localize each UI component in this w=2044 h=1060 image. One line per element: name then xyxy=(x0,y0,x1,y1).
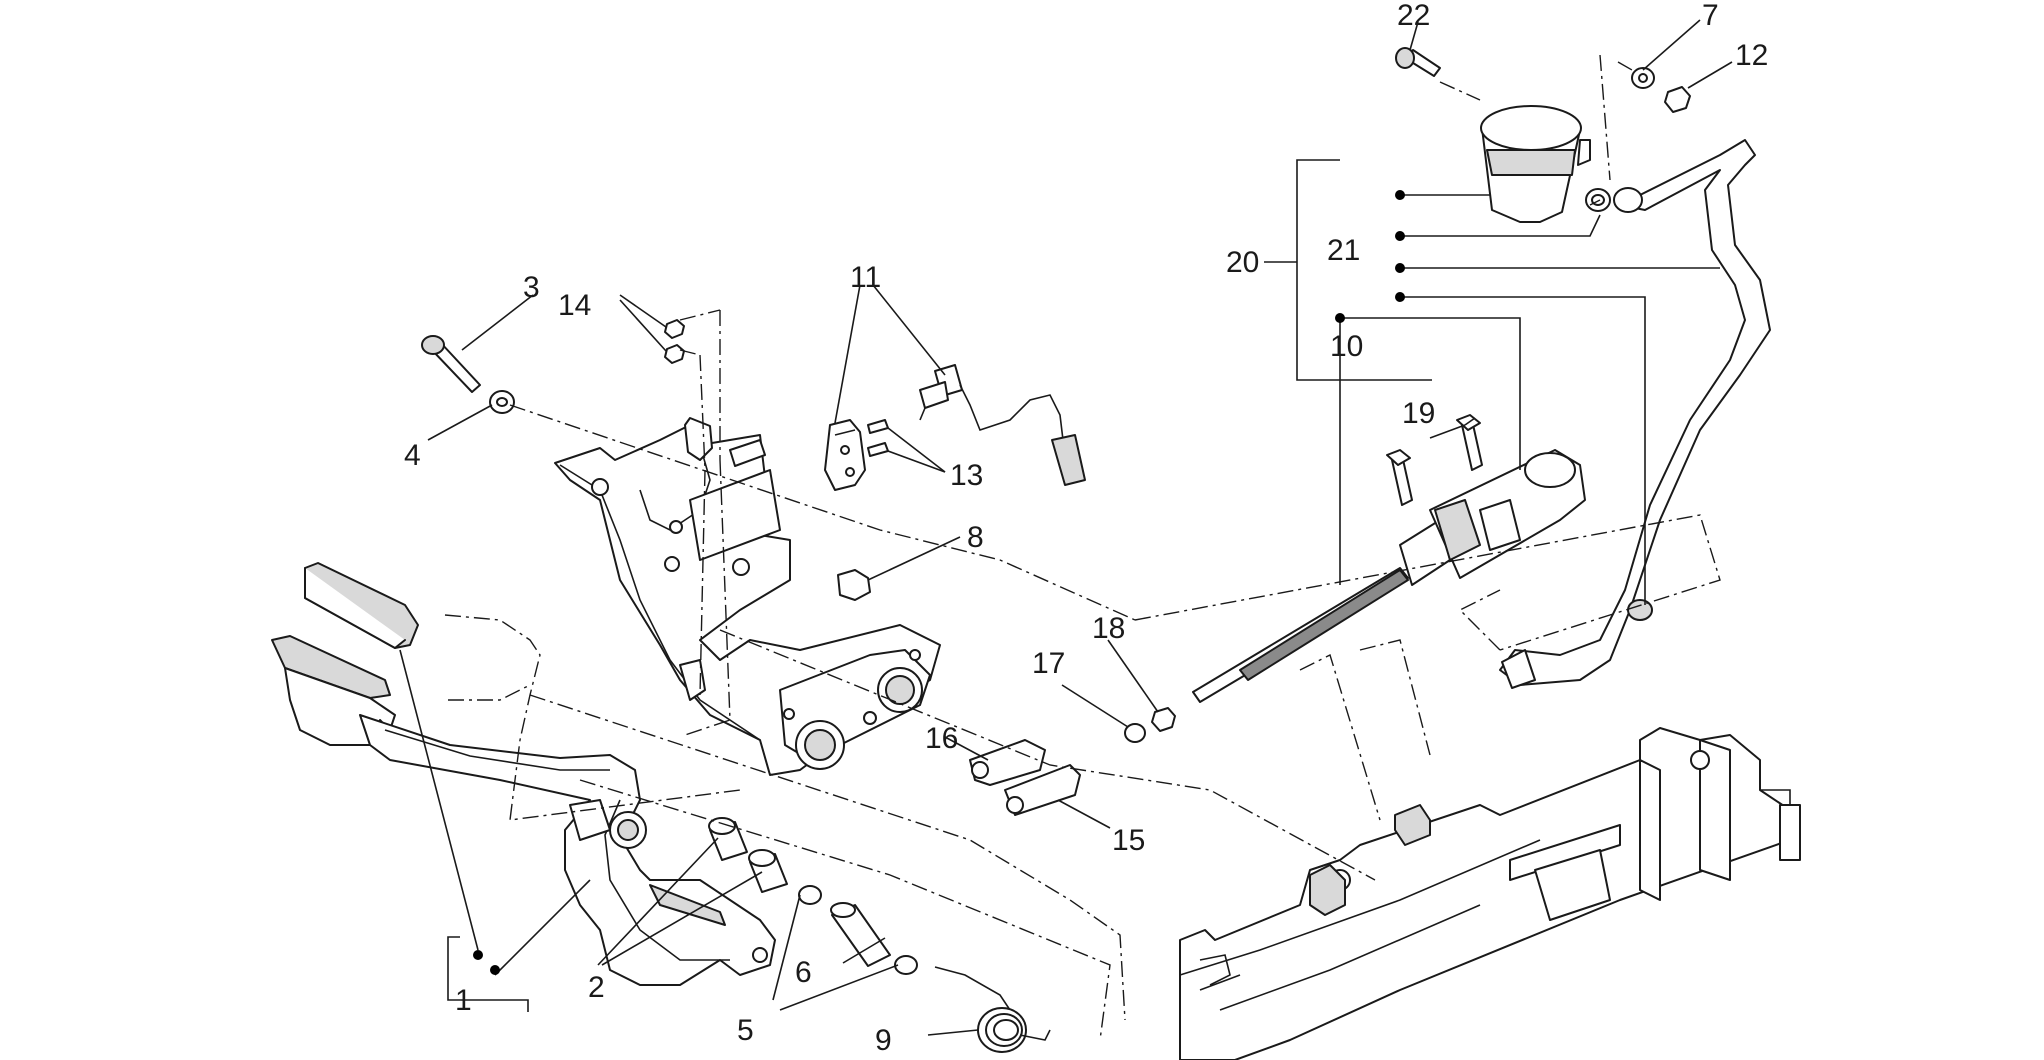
vehicle-frame xyxy=(1179,727,1801,1060)
jam-nut xyxy=(1151,707,1176,732)
callout-22: 22 xyxy=(1397,0,1430,32)
callout-18: 18 xyxy=(1092,612,1125,645)
callout-8: 8 xyxy=(967,521,984,554)
pins xyxy=(867,419,889,457)
washer xyxy=(489,390,515,414)
ring-lower xyxy=(894,955,918,975)
callout-1: 1 xyxy=(455,984,472,1017)
callout-10: 10 xyxy=(1330,330,1363,363)
bushings xyxy=(708,817,788,893)
callout-19: 19 xyxy=(1402,397,1435,430)
callout-20: 20 xyxy=(1226,246,1259,279)
callout-11: 11 xyxy=(850,261,881,294)
callout-4: 4 xyxy=(404,439,421,472)
callout-21: 21 xyxy=(1327,234,1360,267)
callout-15: 15 xyxy=(1112,824,1145,857)
reservoir-nut xyxy=(1664,86,1691,113)
nuts xyxy=(664,319,685,364)
callout-14: 14 xyxy=(558,289,591,322)
flange-nut xyxy=(837,569,871,601)
pivot-bolt xyxy=(421,335,481,393)
brake-light-switch xyxy=(919,364,1086,486)
return-spring xyxy=(934,966,1051,1053)
callout-7: 7 xyxy=(1702,0,1719,32)
pedal-support-bracket xyxy=(554,417,941,776)
circlip xyxy=(1124,723,1146,743)
hose-clamp-upper xyxy=(1585,188,1611,212)
leader-lines xyxy=(399,19,1733,1036)
callout-12: 12 xyxy=(1735,39,1768,72)
callout-labels: 1 2 3 4 5 6 7 8 9 10 11 12 13 14 15 16 1… xyxy=(404,0,1768,1057)
alignment-lines xyxy=(444,54,1721,1041)
reference-dots xyxy=(473,190,1405,975)
callout-3: 3 xyxy=(523,271,540,304)
callout-2: 2 xyxy=(588,971,605,1004)
brake-pedal-assembly xyxy=(271,562,776,986)
switch-bracket xyxy=(824,419,866,491)
callout-6: 6 xyxy=(795,956,812,989)
master-cylinder xyxy=(1192,449,1586,703)
fluid-reservoir xyxy=(1480,105,1591,223)
callout-5: 5 xyxy=(737,1014,754,1047)
clevis-lower xyxy=(1004,764,1081,816)
callout-16: 16 xyxy=(925,722,958,755)
sleeve xyxy=(830,902,891,967)
reservoir-washer xyxy=(1631,67,1655,89)
clevis-upper xyxy=(969,739,1046,786)
reservoir-bolt xyxy=(1395,47,1441,77)
callout-13: 13 xyxy=(950,459,983,492)
callout-17: 17 xyxy=(1032,647,1065,680)
fluid-hose xyxy=(1499,139,1771,689)
callout-9: 9 xyxy=(875,1024,892,1057)
ring-upper xyxy=(798,885,822,905)
